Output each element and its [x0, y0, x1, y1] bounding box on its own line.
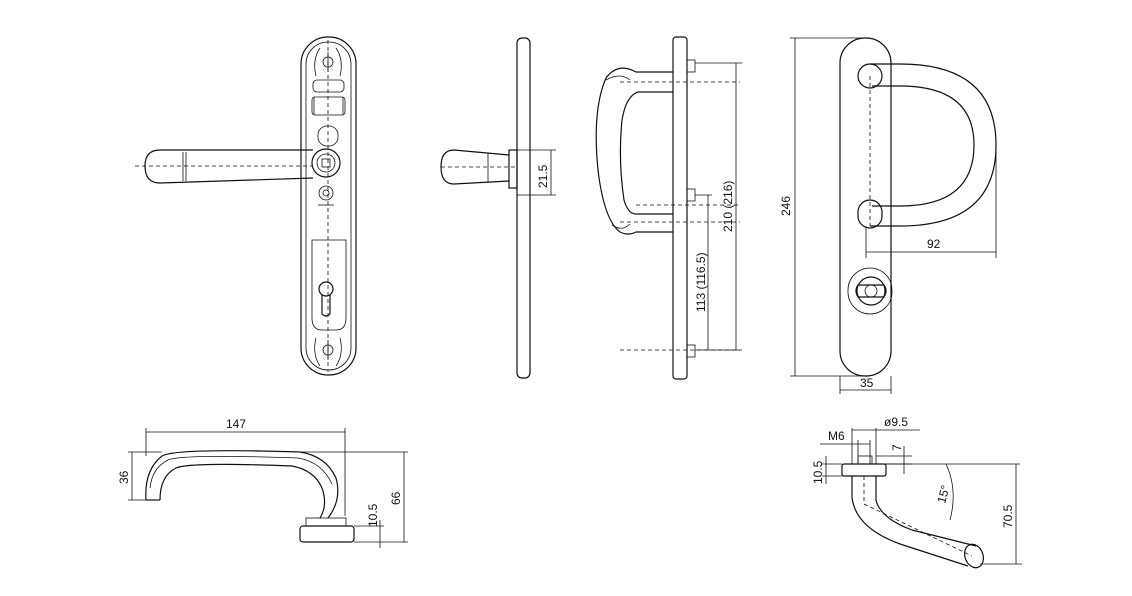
- dim-92: 92: [927, 237, 941, 251]
- dim-66: 66: [389, 491, 403, 505]
- dim-36: 36: [117, 470, 131, 484]
- dim-70-5: 70.5: [1001, 504, 1015, 528]
- side-view-pull-handle-bend: M6 ø9.5 7 10.5 15° 70.5: [811, 415, 1022, 569]
- dim-dia-9-5: ø9.5: [884, 415, 908, 429]
- front-view-pull-handle: 246 92 35: [779, 37, 997, 394]
- dim-246: 246: [779, 196, 793, 216]
- dim-147: 147: [226, 417, 246, 431]
- dim-7: 7: [890, 444, 904, 451]
- dim-10-5-right: 10.5: [811, 460, 825, 484]
- lever-top-profile: [145, 450, 339, 519]
- dim-35: 35: [860, 376, 874, 390]
- dim-210: 210 (216): [721, 181, 735, 232]
- handle-bend: [851, 476, 969, 567]
- side-view-pull-handle: 113 (116.5) 210 (216): [595, 36, 742, 380]
- side-view-lever-plate: 21.5: [440, 37, 556, 379]
- pull-handle-profile: [595, 67, 673, 235]
- front-view-lever-plate: [135, 36, 357, 376]
- top-view-lever: 147 36 10.5 66: [117, 417, 408, 548]
- dim-113: 113 (116.5): [694, 252, 708, 312]
- cylinder-hole-icon: [856, 276, 886, 306]
- dim-15-deg: 15°: [934, 483, 952, 504]
- cylinder-hole-icon: [318, 281, 334, 297]
- dim-21-5: 21.5: [536, 164, 550, 188]
- dim-m6: M6: [828, 429, 845, 443]
- dim-10-5-left: 10.5: [366, 503, 380, 527]
- lever-handle: [144, 149, 314, 184]
- spindle-boss: [311, 148, 341, 178]
